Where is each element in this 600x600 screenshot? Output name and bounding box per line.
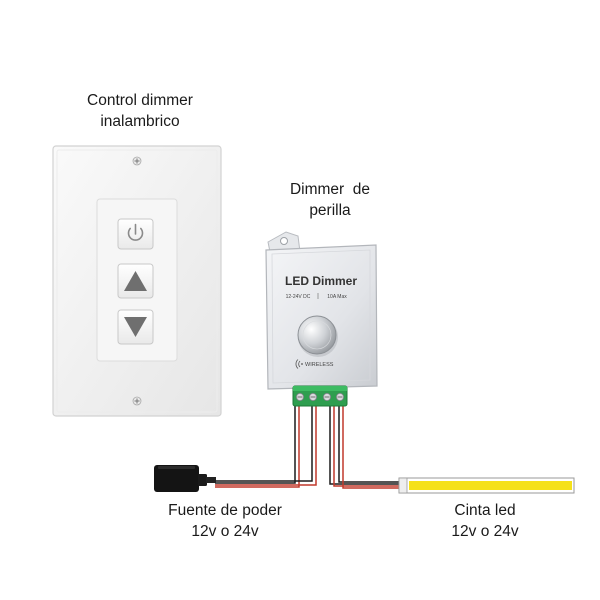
strip-black-wire	[329, 404, 400, 485]
power-supply-label-line2: 12v o 24v	[191, 523, 259, 540]
strip-red-wire	[333, 404, 400, 487]
dimmer-label-line2: perilla	[309, 202, 351, 219]
led-strip-light	[409, 481, 572, 490]
strip-connector	[398, 477, 408, 494]
terminal-screw-icon	[308, 392, 317, 401]
power-black-wire	[215, 404, 296, 484]
power-supply-connector	[198, 474, 207, 486]
power-red-wire-2	[215, 404, 317, 486]
led-strip-label-line2: 12v o 24v	[451, 523, 519, 540]
device-spec-current: 10A Max	[327, 294, 347, 300]
device-title: LED Dimmer	[285, 274, 357, 288]
wireless-label: WIRELESS	[305, 362, 334, 368]
power-icon	[127, 223, 144, 241]
led-strip-label-line1: Cinta led	[454, 502, 516, 519]
remote-label-line1: Control dimmer	[87, 92, 193, 109]
power-black-wire-2	[215, 404, 313, 482]
brightness-down-button	[117, 309, 154, 345]
bottom-screw-icon	[132, 396, 142, 406]
dimmer-label: Dimmer de perilla	[260, 179, 400, 221]
arrow-up-icon	[124, 271, 147, 291]
remote-label: Control dimmer inalambrico	[50, 90, 230, 132]
strip-black-wire-2	[338, 404, 400, 483]
terminal-screw-icon	[322, 392, 331, 401]
dimmer-knob	[297, 315, 338, 357]
power-supply-body	[154, 465, 199, 492]
brightness-up-button	[117, 263, 154, 299]
dimmer-label-line1: Dimmer de	[289, 181, 371, 198]
power-button	[117, 218, 154, 250]
power-supply-label: Fuente de poder 12v o 24v	[145, 500, 305, 542]
remote-label-line2: inalambrico	[100, 113, 180, 130]
led-strip	[398, 477, 575, 494]
arrow-down-icon	[124, 317, 147, 337]
top-screw-icon	[132, 156, 142, 166]
terminal-block	[292, 385, 348, 407]
wires	[215, 404, 400, 489]
strip-red-wire-2	[342, 404, 400, 489]
terminal-screw-icon	[335, 392, 344, 401]
power-red-wire	[215, 404, 300, 488]
power-supply	[154, 465, 216, 492]
wireless-icon	[295, 359, 303, 369]
terminal-screw-icon	[295, 392, 304, 401]
led-strip-label: Cinta led 12v o 24v	[415, 500, 555, 542]
power-supply-label-line1: Fuente de poder	[168, 502, 282, 519]
device-spec-voltage: 12-24V DC	[286, 294, 311, 300]
wall-remote-control	[52, 145, 222, 417]
led-dimmer-device: LED Dimmer 12-24V DC 10A Max WIRELESS	[265, 231, 378, 407]
